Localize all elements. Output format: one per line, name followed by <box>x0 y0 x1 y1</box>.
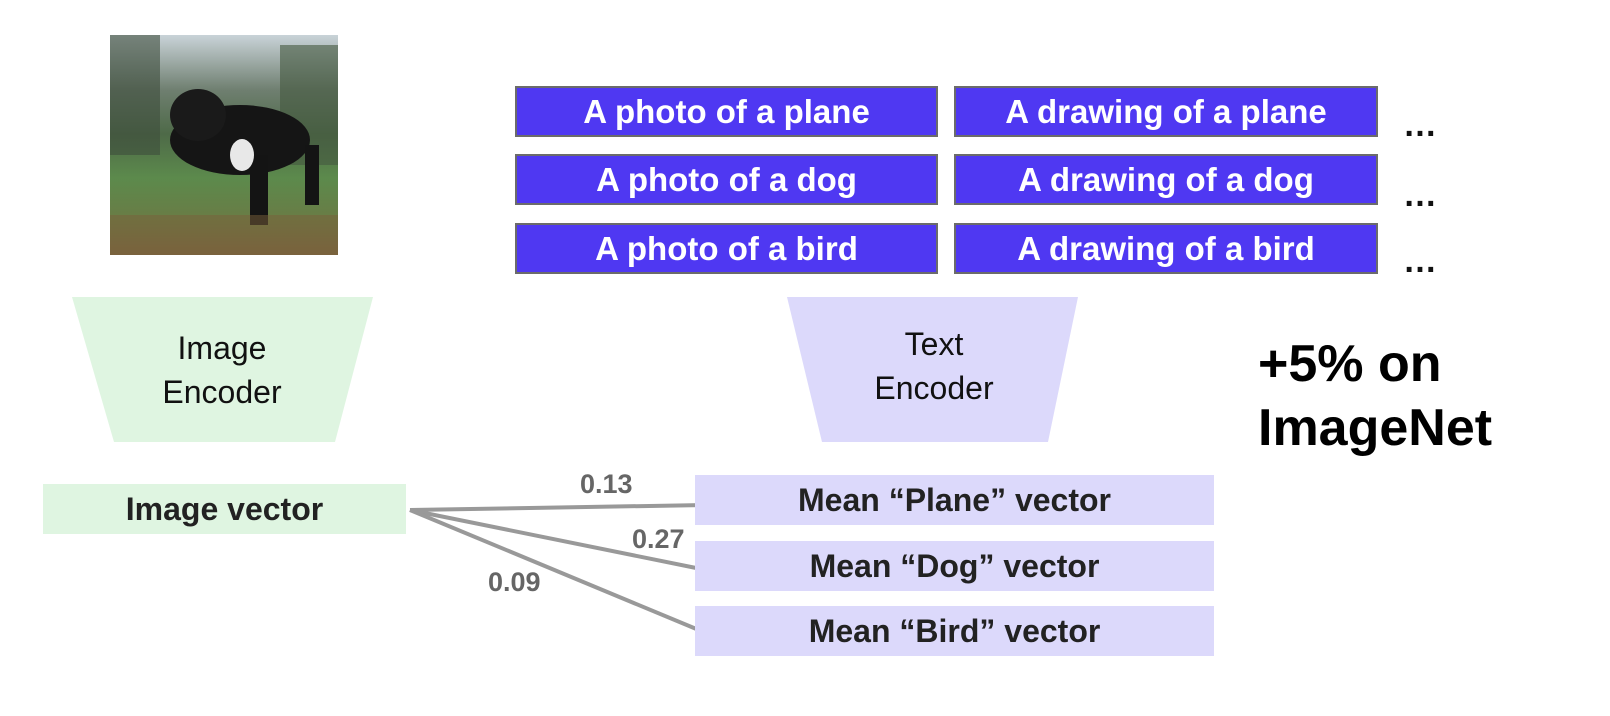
mean-plane-vector: Mean “Plane” vector <box>695 475 1214 525</box>
image-encoder-line2: Encoder <box>162 374 282 410</box>
ellipsis: … <box>1403 242 1437 280</box>
result-text: +5% on ImageNet <box>1258 332 1492 460</box>
prompt-photo-dog: A photo of a dog <box>515 154 938 205</box>
score-plane: 0.13 <box>580 469 633 499</box>
image-encoder-label: Image Encoder <box>72 326 372 414</box>
prompt-photo-plane: A photo of a plane <box>515 86 938 137</box>
score-dog: 0.27 <box>632 524 685 554</box>
score-bird: 0.09 <box>488 567 541 597</box>
ellipsis: … <box>1403 106 1437 144</box>
ellipsis: … <box>1403 176 1437 214</box>
similarity-line-plane <box>409 503 707 512</box>
dog-photo <box>110 35 338 255</box>
prompt-drawing-bird: A drawing of a bird <box>954 223 1378 274</box>
text-encoder-line1: Text <box>904 326 964 362</box>
result-line2: ImageNet <box>1258 399 1493 457</box>
similarity-line-bird <box>409 508 707 635</box>
text-encoder-trapezoid <box>787 297 1078 442</box>
image-encoder-trapezoid <box>72 297 373 442</box>
text-encoder-line2: Encoder <box>874 370 994 406</box>
mean-dog-vector: Mean “Dog” vector <box>695 541 1214 591</box>
text-encoder-label: Text Encoder <box>784 322 1084 410</box>
image-vector: Image vector <box>43 484 406 534</box>
similarity-line-dog <box>409 508 707 572</box>
prompt-photo-bird: A photo of a bird <box>515 223 938 274</box>
prompt-drawing-dog: A drawing of a dog <box>954 154 1378 205</box>
dog-silhouette-icon <box>110 35 338 255</box>
mean-bird-vector: Mean “Bird” vector <box>695 606 1214 656</box>
prompt-drawing-plane: A drawing of a plane <box>954 86 1378 137</box>
result-line1: +5% on <box>1258 335 1442 393</box>
image-encoder-line1: Image <box>177 330 267 366</box>
